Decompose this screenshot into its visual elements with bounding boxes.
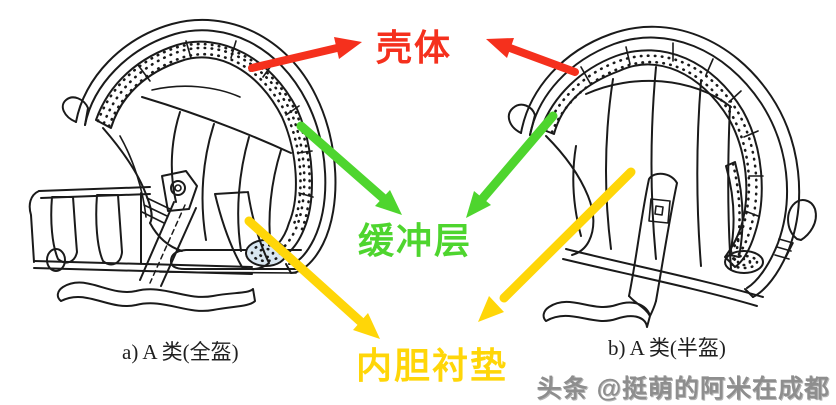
left-chin-strap xyxy=(56,281,256,312)
shell-arrow-right xyxy=(486,38,579,76)
buffer-layer-label: 缓冲层 xyxy=(358,220,473,261)
shell-label: 壳体 xyxy=(376,27,453,68)
buffer-arrow-right xyxy=(466,111,558,218)
right-shell-outline xyxy=(520,25,801,298)
buffer-arrow-left xyxy=(296,121,402,215)
right-strap xyxy=(628,172,678,302)
liner-arrow-right xyxy=(478,167,636,322)
liner-label: 内胆衬垫 xyxy=(356,345,509,386)
caption-half-helmet: b) A 类(半盔) xyxy=(608,336,726,360)
liner-arrow-left xyxy=(244,216,380,339)
left-shell-outline xyxy=(75,19,337,274)
right-chin-strap xyxy=(542,295,657,328)
right-buffer-band xyxy=(540,49,763,268)
annotation-arrows xyxy=(244,37,636,339)
caption-full-helmet: a) A 类(全盔) xyxy=(122,340,239,364)
shell-arrow-left xyxy=(248,37,362,72)
watermark: 头条 @挺萌的阿米在成都 xyxy=(536,375,830,403)
half-helmet-drawing xyxy=(507,25,817,328)
full-face-helmet-drawing xyxy=(28,19,337,312)
